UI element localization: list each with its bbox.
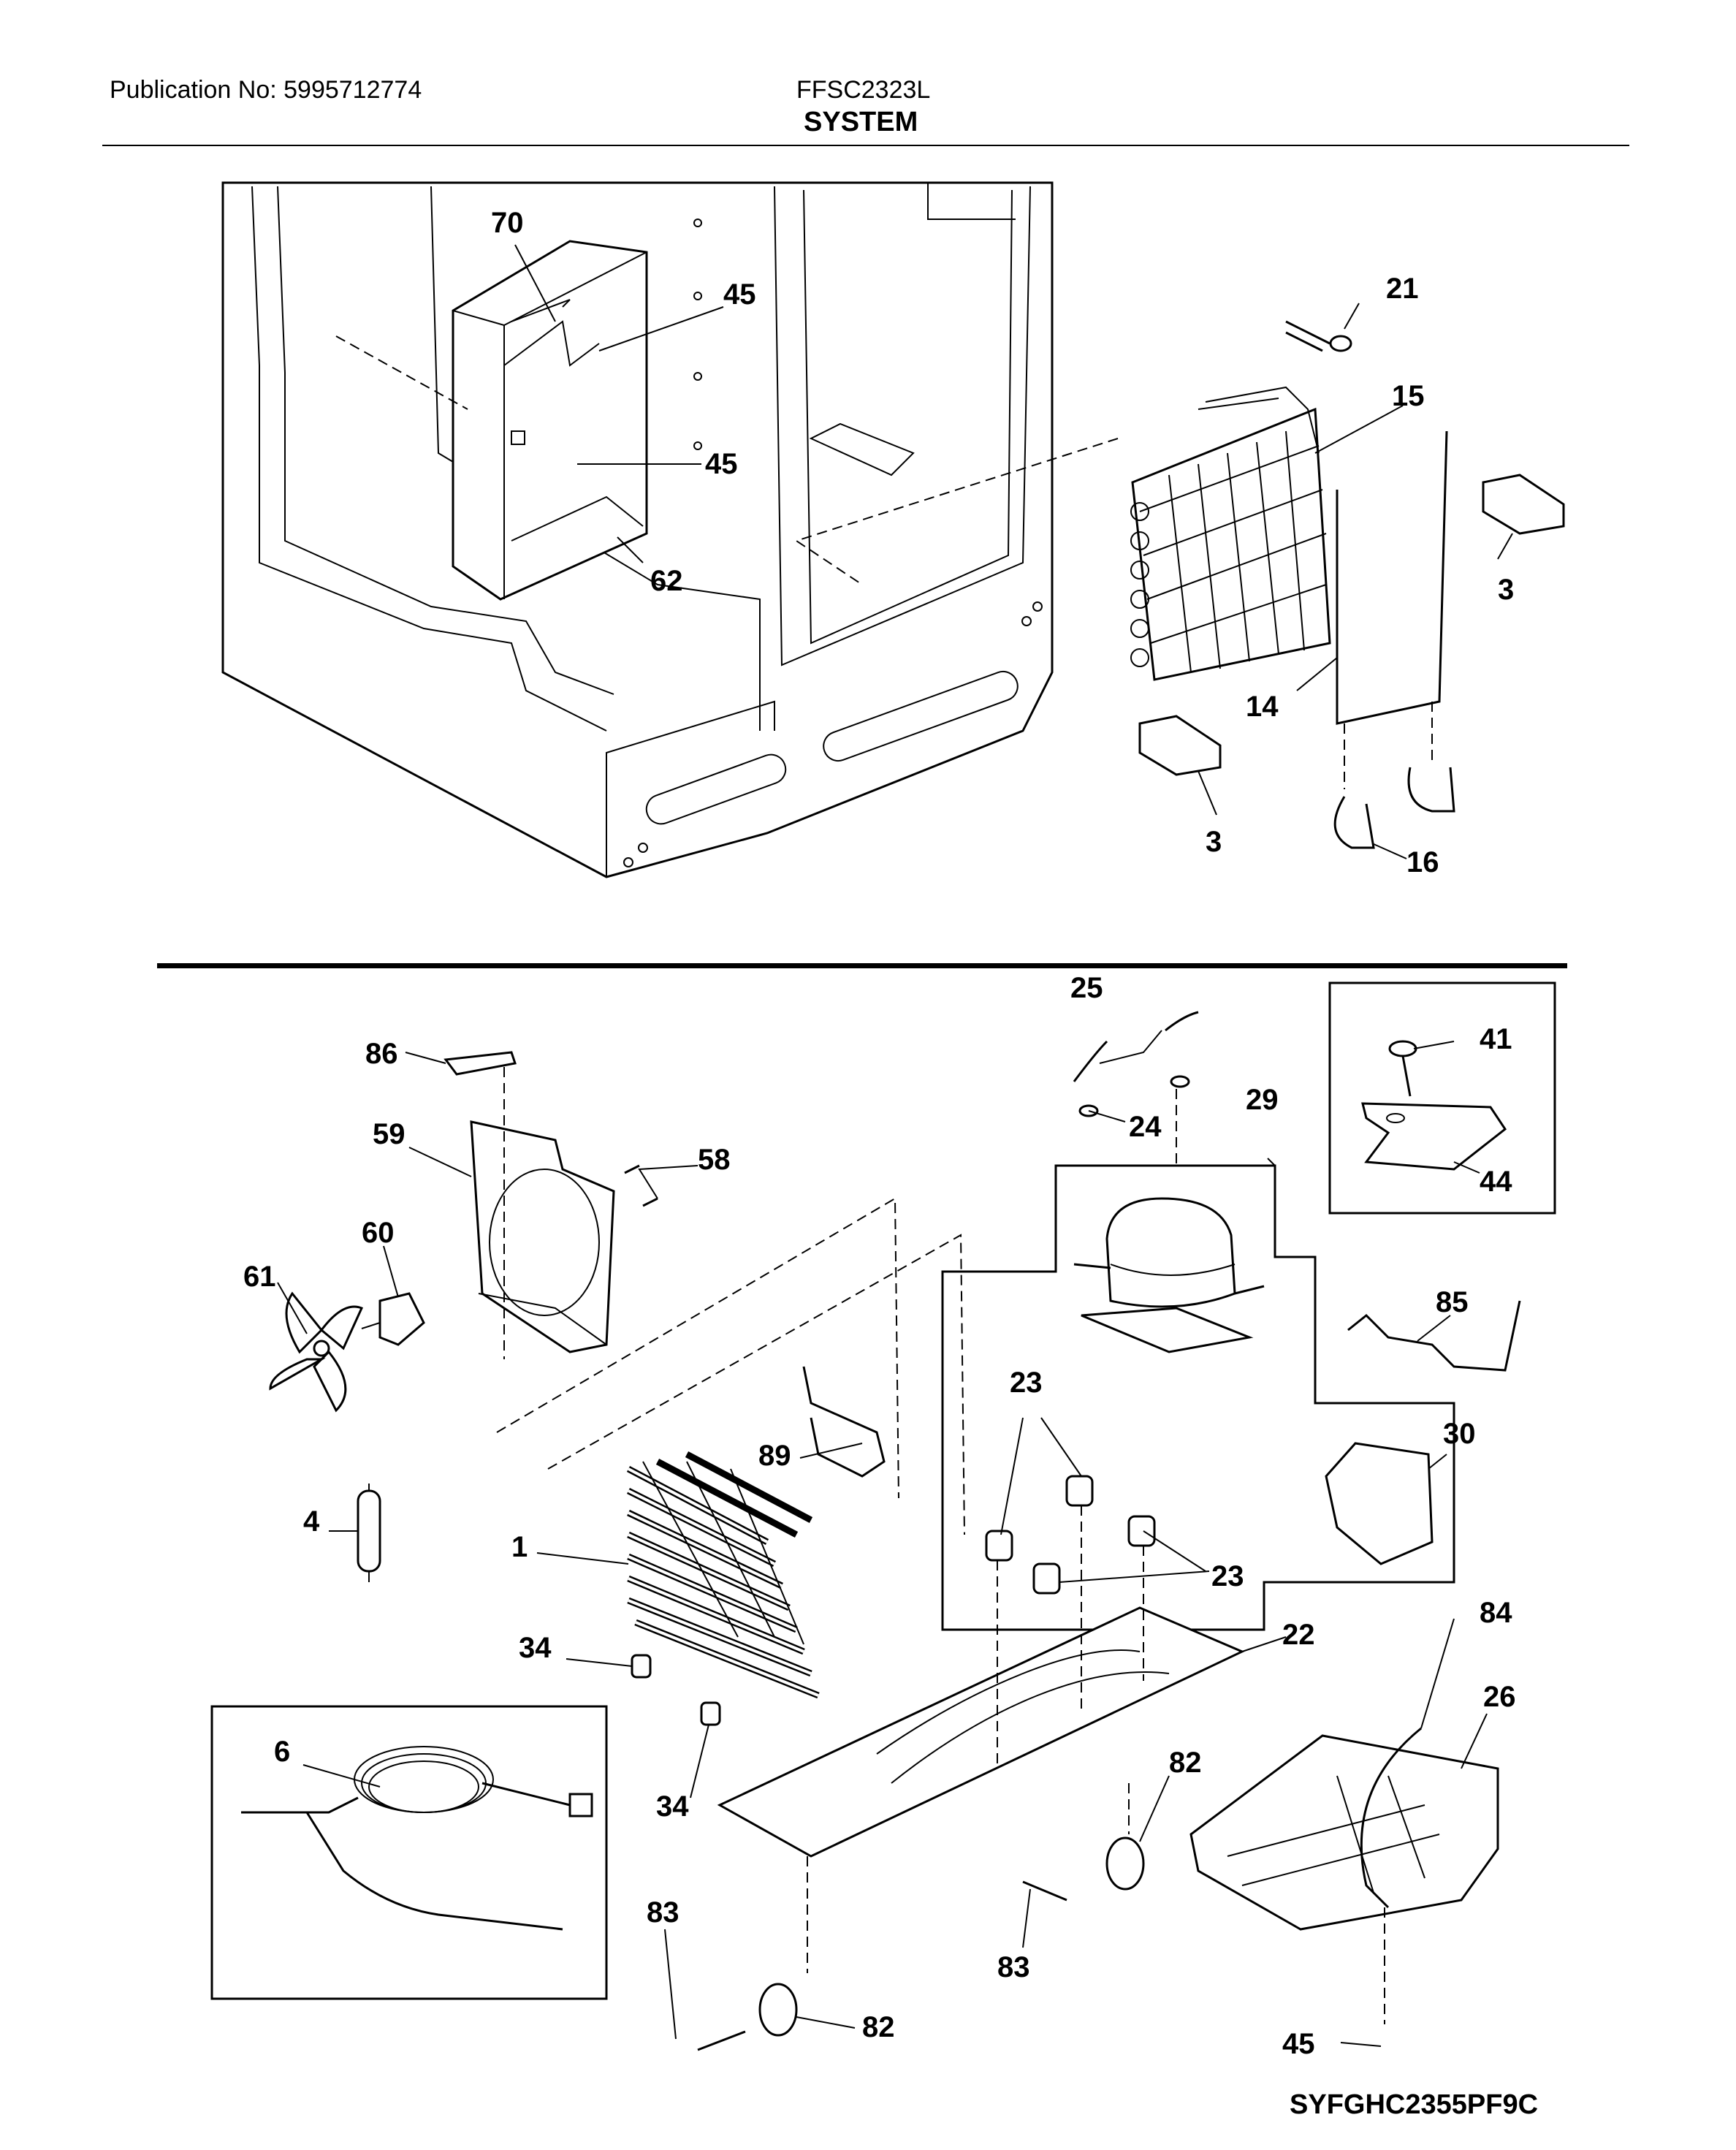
callout-6: 6 [274, 1736, 290, 1768]
callout-70: 70 [491, 207, 524, 239]
callout-23: 23 [1211, 1560, 1244, 1592]
screw-83 [697, 1880, 1067, 2051]
callout-26: 26 [1483, 1681, 1516, 1713]
drain-tube [1336, 430, 1448, 725]
callout-34: 34 [656, 1790, 689, 1823]
relay-box [1325, 1442, 1434, 1565]
callout-14: 14 [1246, 691, 1279, 723]
callout-23: 23 [1010, 1367, 1043, 1399]
callout-3: 3 [1206, 826, 1222, 858]
callout-61: 61 [243, 1261, 276, 1293]
tube-89 [802, 1366, 886, 1478]
cabinet-drawing [221, 181, 1054, 878]
condenser-1 [626, 1451, 820, 1699]
screw-41 [1388, 1040, 1417, 1097]
callout-62: 62 [650, 565, 683, 597]
callout-3: 3 [1498, 574, 1514, 606]
evaporator-cover [452, 240, 648, 601]
clip-25 [1073, 1011, 1199, 1082]
callout-21: 21 [1386, 273, 1419, 305]
callout-34: 34 [519, 1632, 552, 1664]
spacer-34 [700, 1701, 721, 1726]
model-number: FFSC2323L [796, 76, 931, 104]
section-divider [157, 963, 1567, 968]
callout-60: 60 [362, 1217, 395, 1249]
drain-pan [1189, 1734, 1499, 1931]
callout-25: 25 [1070, 972, 1103, 1004]
callout-30: 30 [1443, 1418, 1476, 1450]
diagram-code: SYFGHC2355PF9C [1290, 2089, 1538, 2120]
callout-44: 44 [1480, 1166, 1512, 1198]
publication-number: Publication No: 5995712774 [110, 76, 422, 104]
callout-84: 84 [1480, 1597, 1512, 1629]
bracket-86 [443, 1051, 517, 1076]
callout-45: 45 [723, 278, 756, 311]
foot-82 [758, 1836, 1145, 2037]
compressor [1073, 1197, 1265, 1353]
power-cord-inset [210, 1705, 608, 2000]
callout-58: 58 [698, 1144, 731, 1176]
callout-41: 41 [1480, 1023, 1512, 1055]
fan-motor [361, 1292, 425, 1346]
bracket-inset [1328, 981, 1556, 1215]
header-rule [102, 145, 1629, 146]
section-title: SYSTEM [804, 107, 918, 137]
callout-45: 45 [1282, 2028, 1315, 2060]
callout-24: 24 [1129, 1111, 1162, 1143]
callout-1: 1 [511, 1531, 528, 1563]
callout-85: 85 [1436, 1286, 1469, 1318]
fan-blade [269, 1291, 364, 1413]
bracket-44 [1361, 1102, 1507, 1171]
spacer-34 [631, 1654, 652, 1679]
callout-4: 4 [303, 1505, 320, 1538]
compressor-frame [941, 1164, 1455, 1631]
callout-22: 22 [1282, 1619, 1315, 1651]
wire-21 [1285, 320, 1330, 352]
callout-83: 83 [997, 1951, 1030, 1983]
condenser-coil [1130, 386, 1331, 681]
base-plate [717, 1606, 1245, 1858]
callout-82: 82 [862, 2011, 895, 2043]
callout-82: 82 [1169, 1747, 1202, 1779]
grommets [985, 1475, 1156, 1595]
filter-dryer [357, 1489, 381, 1573]
callout-86: 86 [365, 1038, 398, 1070]
spacer-block [1482, 474, 1565, 535]
callout-89: 89 [758, 1440, 791, 1472]
spacer-block [1138, 715, 1222, 776]
callout-45: 45 [705, 448, 738, 480]
callout-15: 15 [1392, 380, 1425, 412]
fan-shroud [470, 1120, 615, 1353]
callout-59: 59 [373, 1118, 406, 1150]
callout-83: 83 [647, 1896, 679, 1929]
tube-85 [1347, 1300, 1521, 1372]
callout-29: 29 [1246, 1084, 1279, 1116]
power-cord [241, 1746, 593, 1931]
callout-16: 16 [1406, 846, 1439, 878]
hose-84 [1360, 1727, 1422, 1909]
